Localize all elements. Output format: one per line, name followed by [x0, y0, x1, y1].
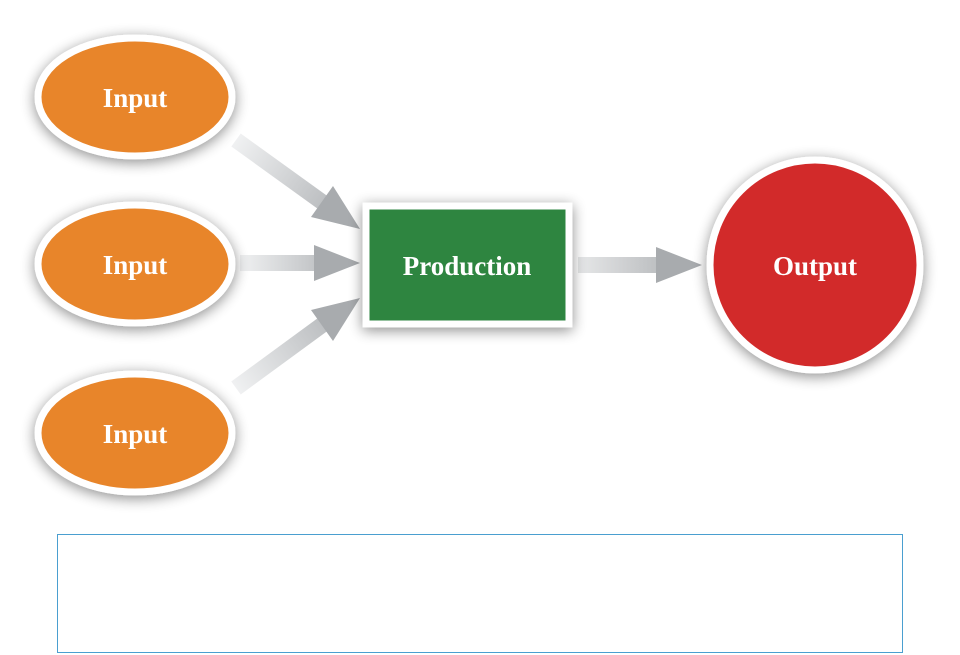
- input-label: Input: [103, 83, 168, 113]
- arrow-input-1-to-production: [231, 133, 360, 229]
- output-label: Output: [773, 251, 857, 281]
- input-label: Input: [103, 419, 168, 449]
- arrow-production-to-output: [578, 247, 702, 283]
- production-label: Production: [403, 251, 532, 281]
- arrow-input-2-to-production: [240, 245, 360, 281]
- input-node: [34, 370, 236, 496]
- output-node: [706, 156, 924, 374]
- caption-box: [57, 534, 903, 653]
- production-node: [362, 202, 573, 328]
- arrow-input-3-to-production: [231, 298, 360, 395]
- production-flow-diagram: Input Input Input Production Output: [34, 34, 924, 496]
- input-node: [34, 34, 236, 160]
- input-node: [34, 201, 236, 327]
- input-label: Input: [103, 250, 168, 280]
